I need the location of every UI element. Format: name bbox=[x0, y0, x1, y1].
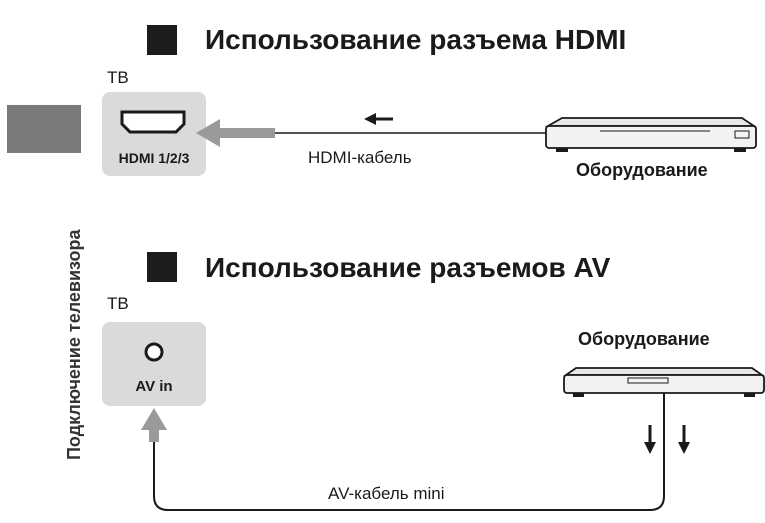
arrow-down-icon bbox=[644, 425, 656, 454]
hdmi-connector-arrow bbox=[196, 119, 275, 147]
hdmi-tv-label: ТВ bbox=[107, 68, 129, 87]
hdmi-port-icon bbox=[120, 110, 186, 134]
section-bullet-hdmi bbox=[147, 25, 177, 55]
av-section-title: Использование разъемов AV bbox=[205, 252, 611, 283]
av-device-label: Оборудование bbox=[578, 329, 710, 349]
hdmi-section-title: Использование разъема HDMI bbox=[205, 24, 627, 55]
player-device-icon bbox=[563, 367, 765, 397]
av-jack-icon bbox=[144, 342, 164, 362]
av-connector-arrow bbox=[141, 408, 167, 442]
av-cable-line bbox=[153, 388, 665, 511]
av-tv-panel bbox=[102, 322, 206, 406]
player-device-icon bbox=[544, 117, 757, 152]
arrow-left-icon bbox=[364, 113, 393, 125]
hdmi-port-label: HDMI 1/2/3 bbox=[118, 150, 190, 166]
hdmi-tv-panel bbox=[102, 92, 206, 176]
av-cable-label: AV-кабель mini bbox=[328, 484, 445, 503]
arrow-down-icon bbox=[678, 425, 690, 454]
hdmi-cable-label: HDMI-кабель bbox=[308, 148, 412, 167]
av-tv-label: ТВ bbox=[107, 294, 129, 313]
hdmi-device-label: Оборудование bbox=[576, 160, 708, 180]
section-bullet-av bbox=[147, 252, 177, 282]
av-port-label: AV in bbox=[135, 378, 173, 395]
side-tab bbox=[7, 105, 81, 153]
